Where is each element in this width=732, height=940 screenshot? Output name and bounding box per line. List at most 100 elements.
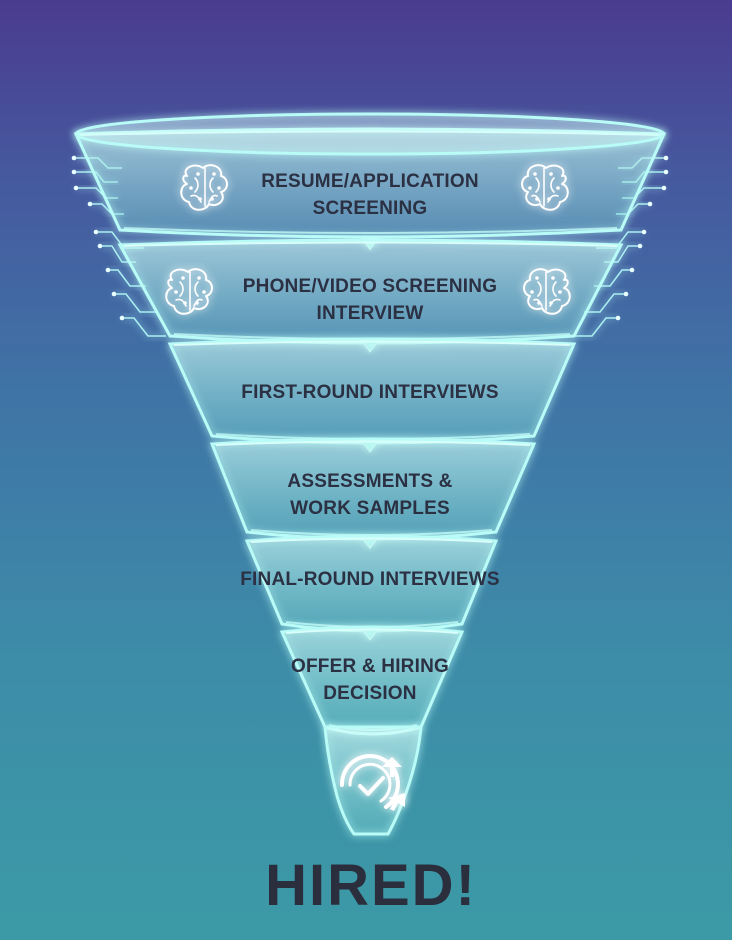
funnel-stage-label: ASSESSMENTS &	[287, 471, 452, 492]
circuit-trace	[574, 317, 618, 337]
circuit-node	[663, 155, 669, 161]
funnel-stage-label: DECISION	[323, 683, 416, 704]
circuit-node	[663, 169, 669, 175]
brain-node	[535, 276, 539, 280]
funnel-tip	[323, 725, 423, 836]
circuit-node	[71, 155, 77, 161]
circuit-node	[661, 185, 667, 191]
brain-node	[198, 197, 202, 201]
circuit-lines-left	[71, 155, 166, 337]
funnel-stage-6	[279, 625, 465, 736]
brain-fold	[193, 298, 203, 307]
funnel-stage-4	[209, 437, 537, 550]
funnel-stage-label: SCREENING	[313, 198, 428, 219]
check-mark	[358, 776, 385, 796]
brain-circuit-icon	[521, 164, 569, 211]
funnel-band-bottom-rim	[123, 227, 618, 234]
circuit-node	[623, 291, 629, 297]
brain-circuit-icon	[523, 268, 571, 315]
circuit-node	[93, 229, 99, 235]
refresh-check-icon	[339, 754, 405, 811]
funnel-icons	[165, 164, 571, 811]
brain-fold	[533, 298, 543, 307]
brain-node	[558, 290, 562, 294]
circuit-node	[73, 185, 79, 191]
funnel-band	[279, 625, 465, 736]
brain-fold	[547, 194, 559, 203]
brain-fold	[175, 298, 187, 307]
circuit-node	[111, 291, 117, 297]
brain-fold	[535, 177, 540, 193]
funnel-stage-1	[73, 112, 667, 251]
circuit-node	[637, 243, 643, 249]
funnel-shape	[73, 112, 667, 836]
funnel-band-rim	[173, 340, 571, 346]
brain-fold	[552, 281, 557, 297]
brain-node	[197, 276, 201, 280]
brain-outline	[180, 164, 228, 211]
brain-fold	[209, 177, 214, 193]
circuit-trace	[114, 293, 156, 313]
brain-fold	[208, 194, 218, 203]
brain-fold	[550, 177, 555, 193]
circuit-trace	[584, 293, 626, 313]
brain-node	[549, 301, 553, 305]
brain-fold	[531, 194, 541, 203]
brain-node	[196, 172, 200, 176]
brain-node	[528, 186, 532, 190]
funnel-band-rim	[285, 628, 459, 634]
funnel-band-rim	[215, 440, 531, 446]
funnel-stage-label: FIRST-ROUND INTERVIEWS	[241, 382, 498, 403]
circuit-node	[97, 243, 103, 249]
funnel-stage-label: RESUME/APPLICATION	[261, 171, 479, 192]
brain-outline	[165, 268, 213, 315]
brain-fold	[190, 194, 202, 203]
circuit-trace	[594, 269, 632, 287]
brain-node	[202, 290, 206, 294]
brain-node	[181, 276, 185, 280]
funnel-stage-label: FINAL-ROUND INTERVIEWS	[240, 569, 500, 590]
brain-node	[195, 301, 199, 305]
brain-circuit-icon	[180, 164, 228, 211]
brain-fold	[179, 281, 184, 297]
brain-node	[183, 301, 187, 305]
brain-node	[530, 290, 534, 294]
circuit-node	[615, 315, 621, 321]
funnel-labels: RESUME/APPLICATION SCREENING PHONE/VIDEO S…	[240, 171, 500, 704]
circuit-node	[71, 169, 77, 175]
arrow-up-icon	[382, 757, 402, 777]
brain-node	[217, 186, 221, 190]
brain-fold	[194, 177, 199, 193]
funnel-stage-label: PHONE/VIDEO SCREENING	[243, 276, 497, 297]
brain-outline	[521, 164, 569, 211]
brain-fold	[194, 281, 199, 297]
circuit-trace	[108, 269, 146, 287]
brain-node	[533, 172, 537, 176]
brain-fold	[549, 298, 561, 307]
circuit-node	[87, 201, 93, 207]
brain-fold	[537, 281, 542, 297]
brain-node	[210, 197, 214, 201]
funnel-stage-label: INTERVIEW	[316, 303, 423, 324]
brain-outline	[523, 268, 571, 315]
brain-node	[535, 197, 539, 201]
funnel-top-rim	[74, 112, 666, 156]
circuit-node	[105, 267, 111, 273]
brain-node	[212, 172, 216, 176]
arrow-loop-icon	[388, 793, 405, 811]
brain-node	[551, 276, 555, 280]
brain-node	[537, 301, 541, 305]
brain-node	[556, 186, 560, 190]
circuit-node	[641, 229, 647, 235]
cycle-arc-inner	[348, 762, 392, 803]
funnel-stage-label: OFFER & HIRING	[291, 656, 449, 677]
circuit-node	[647, 201, 653, 207]
brain-node	[189, 186, 193, 190]
circuit-node	[119, 315, 125, 321]
brain-node	[174, 290, 178, 294]
brain-node	[549, 172, 553, 176]
funnel-band-rim	[123, 241, 618, 247]
brain-circuit-icon	[165, 268, 213, 315]
hired-label: HIRED!	[265, 853, 477, 918]
